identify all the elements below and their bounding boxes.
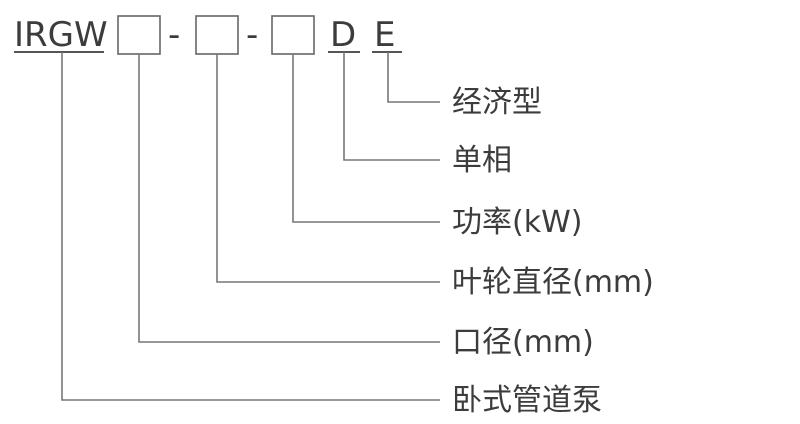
power-box bbox=[271, 15, 315, 55]
label-economy: 经济型 bbox=[452, 85, 542, 120]
leader-line-economy bbox=[387, 52, 440, 103]
port-diameter-box bbox=[117, 15, 161, 55]
label-pump-type: 卧式管道泵 bbox=[452, 383, 602, 418]
leader-line-power bbox=[292, 54, 440, 223]
code-letter-d: D bbox=[330, 15, 356, 55]
label-single-phase: 单相 bbox=[452, 143, 512, 178]
leader-line-impeller-diameter bbox=[216, 54, 440, 283]
leader-line-port-diameter bbox=[138, 54, 440, 343]
leader-line-single-phase bbox=[343, 52, 440, 161]
code-prefix: IRGW bbox=[14, 15, 108, 55]
impeller-diameter-box bbox=[195, 15, 239, 55]
code-dash-1: - bbox=[168, 15, 180, 55]
code-dash-2: - bbox=[246, 15, 258, 55]
leader-line-pump-type bbox=[61, 52, 440, 401]
label-port-diameter: 口径(mm) bbox=[452, 325, 594, 360]
code-letter-e: E bbox=[374, 15, 395, 55]
label-power: 功率(kW) bbox=[452, 205, 582, 240]
label-impeller-diameter: 叶轮直径(mm) bbox=[452, 265, 654, 300]
